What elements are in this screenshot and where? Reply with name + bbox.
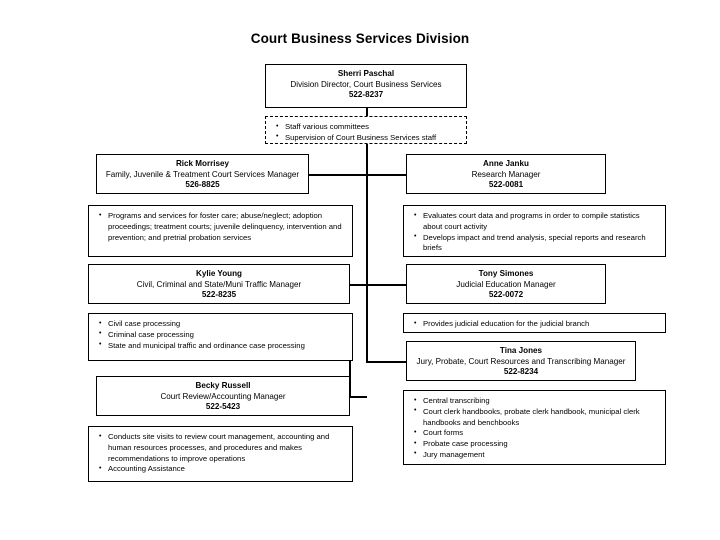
duties-box-tina-jones[interactable]: Central transcribing Court clerk handboo… (403, 390, 666, 465)
list-item: Staff various committees (276, 122, 458, 133)
manager-name: Tina Jones (499, 346, 543, 355)
director-role: Division Director, Court Business Servic… (290, 79, 442, 89)
page-title: Court Business Services Division (250, 31, 470, 46)
list-item: Civil case processing (99, 319, 344, 330)
manager-box-anne-janku[interactable]: Anne Janku Research Manager 522-0081 (406, 154, 606, 194)
manager-phone: 522-8234 (503, 367, 539, 377)
manager-role: Jury, Probate, Court Resources and Trans… (416, 356, 626, 366)
manager-phone: 522-8235 (201, 290, 237, 300)
list-item: Accounting Assistance (99, 464, 344, 475)
manager-phone: 526-8825 (185, 180, 220, 190)
manager-details: Tina Jones Jury, Probate, Court Resource… (407, 342, 635, 378)
list-item: Supervision of Court Business Services s… (276, 132, 458, 144)
manager-name: Kylie Young (195, 269, 243, 278)
connector-branch-becky (350, 396, 367, 398)
manager-details: Anne Janku Research Manager 522-0081 (407, 155, 605, 191)
list-item: Court clerk handbooks, probate clerk han… (414, 406, 657, 429)
manager-details: Becky Russell Court Review/Accounting Ma… (97, 377, 349, 413)
manager-phone: 522-0081 (488, 180, 524, 190)
director-box[interactable]: Sherri Paschal Division Director, Court … (265, 64, 467, 108)
connector-director-to-dashed (366, 108, 368, 120)
manager-phone: 522-5423 (205, 402, 241, 412)
manager-name: Becky Russell (195, 381, 251, 390)
duties-box-kylie-young[interactable]: Civil case processing Criminal case proc… (88, 313, 353, 361)
list-item: Probate case processing (414, 439, 657, 450)
duties-list: Programs and services for foster care; a… (89, 206, 352, 247)
manager-box-tina-jones[interactable]: Tina Jones Jury, Probate, Court Resource… (406, 341, 636, 381)
manager-phone: 522-0072 (488, 290, 524, 300)
duties-list: Provides judicial education for the judi… (404, 314, 665, 334)
manager-box-kylie-young[interactable]: Kylie Young Civil, Criminal and State/Mu… (88, 264, 350, 304)
director-details: Sherri Paschal Division Director, Court … (266, 65, 466, 101)
list-item: Evaluates court data and programs in ord… (414, 211, 657, 233)
manager-role: Civil, Criminal and State/Muni Traffic M… (136, 279, 302, 289)
manager-name: Rick Morrisey (175, 159, 230, 168)
director-name: Sherri Paschal (337, 69, 395, 78)
manager-role: Research Manager (471, 169, 541, 179)
duties-list: Conducts site visits to review court man… (89, 427, 352, 479)
connector-main-trunk (366, 144, 368, 362)
director-duties-list: Staff various committees Supervision of … (266, 117, 466, 148)
duties-list: Civil case processing Criminal case proc… (89, 314, 352, 355)
list-item: Programs and services for foster care; a… (99, 210, 344, 243)
manager-role: Judicial Education Manager (456, 279, 556, 289)
manager-details: Rick Morrisey Family, Juvenile & Treatme… (97, 155, 308, 191)
list-item: Criminal case processing (99, 329, 344, 341)
list-item: Develops impact and trend analysis, spec… (414, 232, 657, 255)
connector-branch-anne (366, 174, 406, 176)
connector-branch-rick (309, 174, 367, 176)
duties-list: Central transcribing Court clerk handboo… (404, 391, 665, 465)
duties-box-becky-russell[interactable]: Conducts site visits to review court man… (88, 426, 353, 482)
connector-branch-tina (366, 361, 406, 363)
manager-details: Kylie Young Civil, Criminal and State/Mu… (89, 265, 349, 301)
duties-list: Evaluates court data and programs in ord… (404, 206, 665, 258)
duties-box-rick-morrisey[interactable]: Programs and services for foster care; a… (88, 205, 353, 257)
manager-role: Court Review/Accounting Manager (160, 391, 286, 401)
manager-details: Tony Simones Judicial Education Manager … (407, 265, 605, 301)
list-item: Conducts site visits to review court man… (99, 431, 344, 464)
director-duties-box[interactable]: Staff various committees Supervision of … (265, 116, 467, 144)
manager-name: Tony Simones (478, 269, 534, 278)
connector-branch-kylie (350, 284, 367, 286)
manager-name: Anne Janku (483, 159, 529, 168)
list-item: Provides judicial education for the judi… (414, 319, 657, 330)
director-phone: 522-8237 (348, 90, 384, 100)
list-item: Court forms (414, 428, 657, 439)
manager-box-becky-russell[interactable]: Becky Russell Court Review/Accounting Ma… (96, 376, 350, 416)
manager-box-rick-morrisey[interactable]: Rick Morrisey Family, Juvenile & Treatme… (96, 154, 309, 194)
manager-box-tony-simones[interactable]: Tony Simones Judicial Education Manager … (406, 264, 606, 304)
connector-branch-tony (366, 284, 406, 286)
duties-box-tony-simones[interactable]: Provides judicial education for the judi… (403, 313, 666, 333)
list-item: Central transcribing (414, 396, 657, 407)
list-item: Jury management (414, 449, 657, 461)
manager-role: Family, Juvenile & Treatment Court Servi… (105, 169, 300, 179)
duties-box-anne-janku[interactable]: Evaluates court data and programs in ord… (403, 205, 666, 257)
list-item: State and municipal traffic and ordinanc… (99, 340, 344, 352)
